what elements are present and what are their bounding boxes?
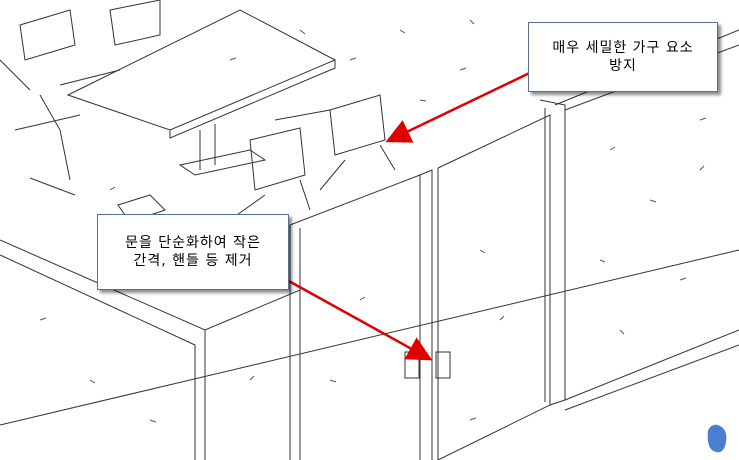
handle-right <box>435 351 451 379</box>
chair <box>0 0 161 91</box>
callout-furniture-detail: 매우 세밀한 가구 요소 방지 <box>528 22 718 92</box>
chair <box>14 69 121 181</box>
lower-wall <box>564 329 739 411</box>
callout-text: 문을 단순화하여 작은 <box>125 235 261 251</box>
callout-door-simplify: 문을 단순화하여 작은 간격, 핸들 등 제거 <box>97 214 289 290</box>
arrow-door <box>286 278 433 361</box>
callout-text: 방지 <box>609 58 637 74</box>
chair <box>274 94 396 191</box>
table <box>66 9 337 170</box>
arrow-furniture <box>385 66 541 143</box>
right-post <box>539 99 566 406</box>
handle-left <box>404 351 420 379</box>
chair <box>178 127 311 221</box>
ledge-line <box>0 249 739 426</box>
callout-text: 매우 세밀한 가구 요소 <box>552 40 694 56</box>
door-frame <box>419 114 551 460</box>
wall-block <box>0 254 206 460</box>
callout-text: 간격, 핸들 등 제거 <box>133 253 253 269</box>
navigation-cube-icon <box>707 424 727 453</box>
